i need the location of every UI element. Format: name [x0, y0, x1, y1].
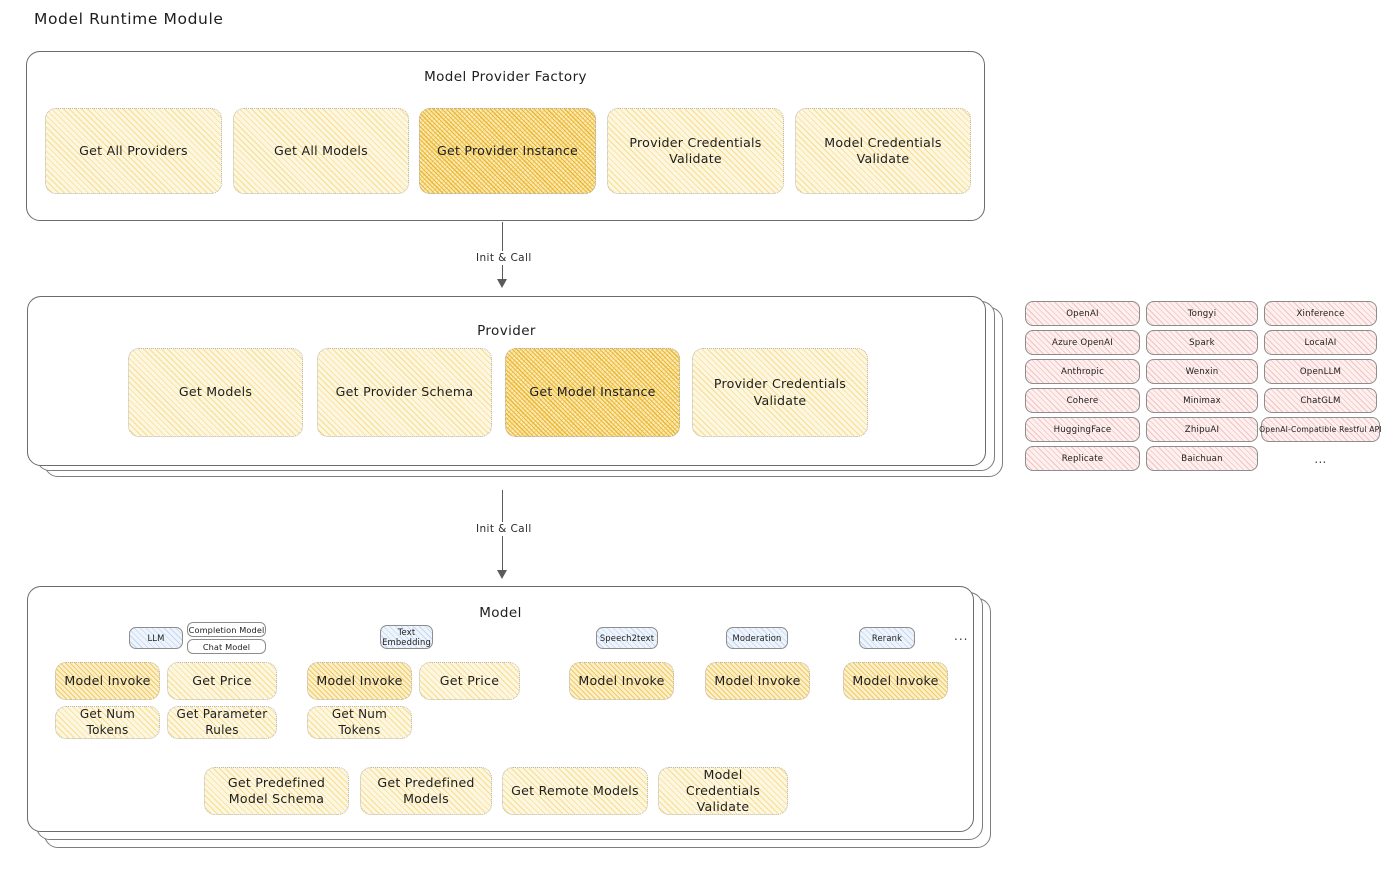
provider-chip-localai[interactable]: LocalAI [1264, 330, 1377, 355]
panel-title-factory: Model Provider Factory [424, 69, 587, 85]
model-type-badge-rerank[interactable]: Rerank [859, 627, 915, 649]
model-type-badge-text-embedding[interactable]: Text Embedding [380, 625, 433, 649]
node-speech2text-model-invoke[interactable]: Model Invoke [569, 662, 674, 700]
node-model-credentials-validate[interactable]: Model Credentials Validate [795, 108, 971, 194]
provider-chip-baichuan[interactable]: Baichuan [1146, 446, 1258, 471]
panel-model: Model LLM Completion Model Chat Model Mo… [27, 586, 974, 832]
provider-chip-xinference[interactable]: Xinference [1264, 301, 1377, 326]
node-get-provider-instance[interactable]: Get Provider Instance [419, 108, 596, 194]
node-llm-get-num-tokens[interactable]: Get Num Tokens [55, 706, 160, 739]
model-subtype-completion-model[interactable]: Completion Model [187, 622, 266, 637]
node-get-model-instance[interactable]: Get Model Instance [505, 348, 680, 437]
node-get-remote-models[interactable]: Get Remote Models [502, 767, 648, 815]
connector-arrow-factory-to-provider [497, 279, 507, 288]
page-title: Model Runtime Module [34, 10, 224, 28]
provider-chip-tongyi[interactable]: Tongyi [1146, 301, 1258, 326]
node-text-embedding-model-invoke[interactable]: Model Invoke [307, 662, 412, 700]
node-llm-model-invoke[interactable]: Model Invoke [55, 662, 160, 700]
provider-chip-overflow-ellipsis: ... [1314, 452, 1327, 466]
node-provider-credentials-validate-2[interactable]: Provider Credentials Validate [692, 348, 868, 437]
provider-chip-huggingface[interactable]: HuggingFace [1025, 417, 1140, 442]
node-get-predefined-models[interactable]: Get Predefined Models [360, 767, 492, 815]
node-get-models[interactable]: Get Models [128, 348, 303, 437]
provider-chip-replicate[interactable]: Replicate [1025, 446, 1140, 471]
provider-chip-openai-compatible-restful-api[interactable]: OpenAI-Compatible Restful API [1259, 417, 1382, 442]
model-type-badge-speech2text[interactable]: Speech2text [596, 627, 658, 649]
node-get-provider-schema[interactable]: Get Provider Schema [317, 348, 492, 437]
node-text-embedding-get-price[interactable]: Get Price [419, 662, 520, 700]
provider-chip-chatglm[interactable]: ChatGLM [1264, 388, 1377, 413]
node-get-all-models[interactable]: Get All Models [233, 108, 409, 194]
provider-chip-openai[interactable]: OpenAI [1025, 301, 1140, 326]
panel-title-model: Model [479, 605, 522, 621]
node-llm-get-price[interactable]: Get Price [167, 662, 277, 700]
model-types-overflow-ellipsis: ... [954, 629, 969, 643]
panel-title-provider: Provider [477, 323, 536, 339]
node-moderation-model-invoke[interactable]: Model Invoke [705, 662, 810, 700]
connector-label-init-call-1: Init & Call [471, 251, 537, 265]
provider-chip-minimax[interactable]: Minimax [1146, 388, 1258, 413]
node-text-embedding-get-num-tokens[interactable]: Get Num Tokens [307, 706, 412, 739]
connector-arrow-provider-to-model [497, 570, 507, 579]
model-subtype-chat-model[interactable]: Chat Model [187, 639, 266, 654]
node-get-predefined-model-schema[interactable]: Get Predefined Model Schema [204, 767, 349, 815]
panel-provider: Provider Get Models Get Provider Schema … [27, 296, 986, 466]
node-provider-credentials-validate[interactable]: Provider Credentials Validate [607, 108, 784, 194]
provider-chip-spark[interactable]: Spark [1146, 330, 1258, 355]
provider-chip-anthropic[interactable]: Anthropic [1025, 359, 1140, 384]
provider-chip-azure-openai[interactable]: Azure OpenAI [1025, 330, 1140, 355]
provider-chip-openllm[interactable]: OpenLLM [1264, 359, 1377, 384]
node-get-all-providers[interactable]: Get All Providers [45, 108, 222, 194]
node-llm-get-parameter-rules[interactable]: Get Parameter Rules [167, 706, 277, 739]
provider-chip-zhipuai[interactable]: ZhipuAI [1146, 417, 1258, 442]
node-model-credentials-validate-2[interactable]: Model Credentials Validate [658, 767, 788, 815]
model-type-badge-llm[interactable]: LLM [129, 627, 183, 649]
provider-chip-cohere[interactable]: Cohere [1025, 388, 1140, 413]
node-rerank-model-invoke[interactable]: Model Invoke [843, 662, 948, 700]
provider-chip-wenxin[interactable]: Wenxin [1146, 359, 1258, 384]
panel-model-provider-factory: Model Provider Factory Get All Providers… [26, 51, 985, 221]
connector-label-init-call-2: Init & Call [471, 522, 537, 536]
model-type-badge-moderation[interactable]: Moderation [726, 627, 788, 649]
